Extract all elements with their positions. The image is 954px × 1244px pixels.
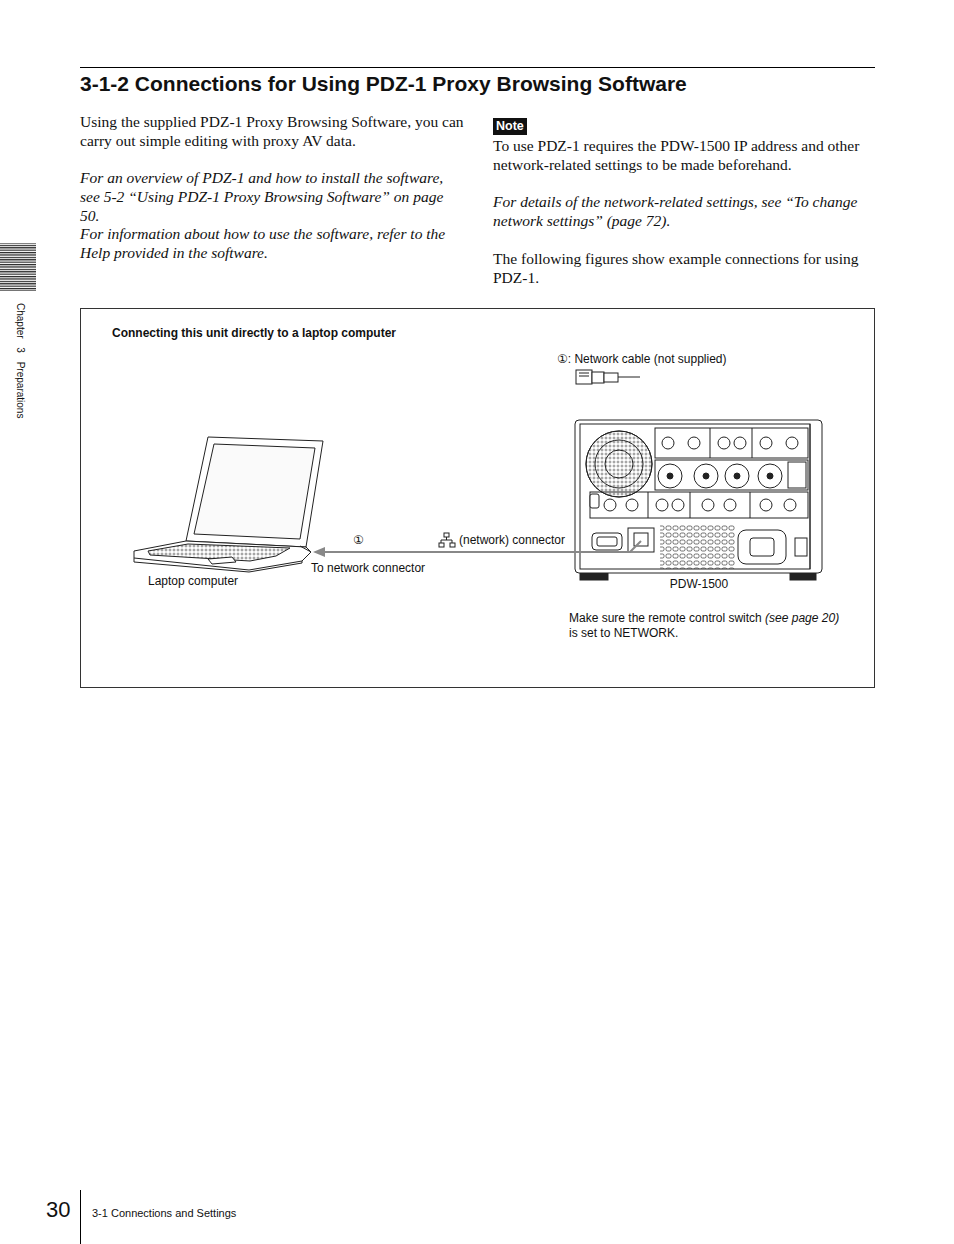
node-text: Connecting this unit directly to a lapto… (112, 326, 396, 341)
network-symbol (439, 533, 455, 547)
rule (80, 67, 875, 68)
note-text: To use PDZ-1 requires the PDW-1500 IP ad… (493, 136, 877, 174)
laptop-illustration (134, 437, 323, 572)
pdw-1500-illustration (575, 420, 822, 580)
page-title: 3-1-2 Connections for Using PDZ-1 Proxy … (80, 72, 687, 96)
body-paragraph: Using the supplied PDZ-1 Proxy Browsing … (80, 112, 464, 150)
callout-number: ① (353, 533, 364, 548)
pdw-1500-unit: PDW-1500 (573, 419, 825, 595)
callout-legend: ①: Network cable (not supplied) (557, 352, 727, 367)
instruction-note: Make sure the remote control switch (see… (569, 611, 841, 641)
laptop-computer: Laptop computer (131, 436, 313, 596)
network-cable (313, 547, 573, 557)
instruction-text: Make sure the remote control switch (569, 611, 762, 625)
cross-reference: For details of the network-related setti… (493, 192, 877, 230)
node-text: Laptop computer (148, 574, 238, 589)
connector-name: (network) connector (459, 533, 565, 548)
connection-label: To network connector (311, 561, 425, 576)
node-text: PDW-1500 (573, 577, 825, 592)
node-text: Note (496, 119, 524, 134)
chapter-tab (0, 243, 36, 291)
note-badge: Note (493, 118, 527, 135)
instruction-text: is set to NETWORK. (569, 626, 678, 640)
cross-reference: For information about how to use the sof… (80, 224, 464, 262)
cable-line (323, 551, 573, 553)
page-number: 30 (46, 1197, 70, 1223)
footer-text: 3-1 Connections and Settings (92, 1206, 236, 1220)
footer-rule (80, 1190, 81, 1244)
cable-plug-icon (576, 370, 640, 384)
cable-end (572, 541, 641, 552)
cross-reference: For an overview of PDZ-1 and how to inst… (80, 168, 464, 225)
arrow-head (313, 547, 325, 557)
body-paragraph: The following figures show example conne… (493, 249, 877, 287)
chapter-tab-text: Chapter 3 Preparations (14, 303, 26, 418)
figure-frame: Connecting this unit directly to a lapto… (80, 308, 875, 688)
page-reference: (see page 20) (765, 611, 839, 625)
